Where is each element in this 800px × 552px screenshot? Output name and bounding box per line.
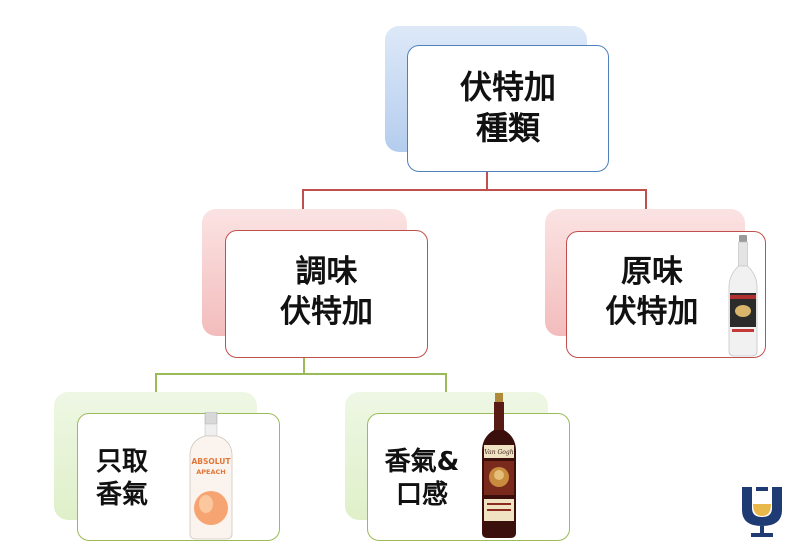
aroma-taste-node: [367, 413, 570, 541]
connector-flavored-stem: [303, 358, 305, 374]
wine-glass-logo-icon: [742, 487, 782, 537]
connector-root-bar: [302, 189, 647, 191]
flavored-node: [225, 230, 428, 358]
aroma-node-label: 只取 香氣: [84, 446, 160, 513]
aroma-node: [77, 413, 280, 541]
original-node-label: 原味 伏特加: [592, 253, 712, 332]
flavored-line-2: 伏特加: [280, 293, 373, 330]
aroma-line-1: 只取: [95, 447, 148, 477]
connector-taste-drop: [445, 373, 447, 393]
connector-flavored-drop: [302, 189, 304, 209]
root-node: [407, 45, 609, 172]
connector-aroma-drop: [155, 373, 157, 393]
original-line-1: 原味: [621, 254, 683, 290]
connector-original-drop: [645, 189, 647, 209]
original-vodka-bottle-image: [728, 235, 758, 357]
absolut-flavor-text: APEACH: [196, 468, 225, 476]
aroma-taste-line-2: 口感: [395, 480, 448, 511]
original-line-2: 伏特加: [605, 293, 699, 330]
aroma-taste-line-1: 香氣&: [384, 447, 460, 477]
van-gogh-bottle-image: Van Gogh: [482, 393, 516, 538]
flavored-node-label: 調味 伏特加: [225, 253, 428, 332]
connector-leaf-bar: [155, 373, 447, 375]
aroma-line-2: 香氣: [95, 480, 148, 511]
aroma-taste-node-label: 香氣& 口感: [374, 446, 470, 513]
connector-root-stem: [486, 172, 488, 190]
root-line-1: 伏特加: [459, 68, 556, 106]
flavored-line-1: 調味: [295, 254, 358, 290]
absolut-brand-text: ABSOLUT: [191, 457, 231, 466]
van-gogh-brand-text: Van Gogh: [484, 449, 513, 456]
root-node-label: 伏特加 種類: [407, 67, 609, 149]
absolut-peach-bottle-image: ABSOLUT APEACH: [189, 412, 233, 540]
root-line-2: 種類: [475, 108, 540, 147]
